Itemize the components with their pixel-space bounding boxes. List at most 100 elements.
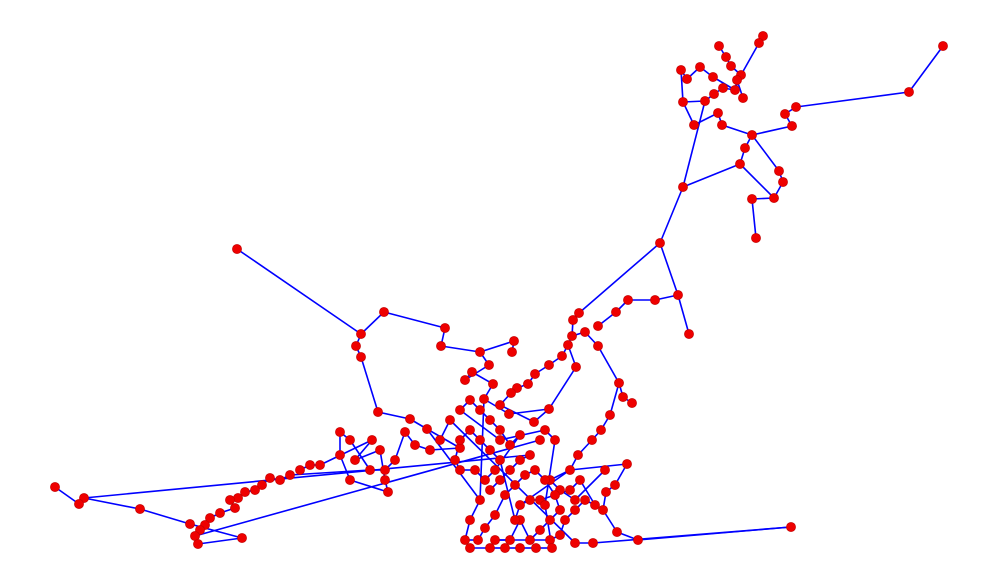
graph-node	[485, 415, 495, 425]
graph-node	[622, 459, 632, 469]
graph-node	[480, 475, 490, 485]
graph-node	[455, 465, 465, 475]
graph-node	[601, 487, 611, 497]
graph-node	[485, 445, 495, 455]
graph-node	[465, 395, 475, 405]
graph-node	[479, 394, 489, 404]
graph-node	[470, 465, 480, 475]
graph-node	[730, 85, 740, 95]
graph-node	[540, 425, 550, 435]
graph-node	[627, 398, 637, 408]
graph-node	[233, 493, 243, 503]
graph-node	[475, 435, 485, 445]
graph-node	[544, 360, 554, 370]
graph-node	[405, 414, 415, 424]
graph-node	[695, 62, 705, 72]
graph-node	[525, 450, 535, 460]
graph-node	[610, 480, 620, 490]
graph-node	[495, 435, 505, 445]
graph-node	[250, 485, 260, 495]
graph-node	[573, 450, 583, 460]
graph-node	[611, 307, 621, 317]
graph-node	[504, 409, 514, 419]
graph-node	[507, 347, 517, 357]
graph-node	[509, 336, 519, 346]
graph-node	[383, 487, 393, 497]
graph-node	[786, 522, 796, 532]
graph-node	[460, 535, 470, 545]
graph-node	[455, 405, 465, 415]
graph-node	[422, 424, 432, 434]
graph-edge	[319, 439, 373, 466]
graph-edge	[751, 134, 780, 172]
graph-edge	[609, 382, 620, 416]
graph-node	[555, 505, 565, 515]
graph-node	[460, 375, 470, 385]
graph-node	[547, 543, 557, 553]
graph-node	[560, 515, 570, 525]
graph-node	[650, 295, 660, 305]
graph-node	[495, 455, 505, 465]
graph-edge	[54, 486, 80, 505]
graph-edge	[548, 366, 577, 410]
graph-node	[787, 121, 797, 131]
graph-node	[540, 475, 550, 485]
graph-node	[380, 465, 390, 475]
graph-node	[315, 460, 325, 470]
graph-node	[593, 321, 603, 331]
graph-node	[676, 65, 686, 75]
graph-node	[50, 482, 60, 492]
graph-node	[285, 470, 295, 480]
node-layer	[50, 31, 948, 553]
graph-node	[410, 440, 420, 450]
graph-node	[718, 83, 728, 93]
graph-edge	[377, 411, 411, 420]
graph-node	[295, 465, 305, 475]
graph-node	[475, 347, 485, 357]
graph-node	[754, 38, 764, 48]
graph-node	[488, 379, 498, 389]
graph-node	[568, 315, 578, 325]
graph-node	[490, 535, 500, 545]
graph-node	[535, 525, 545, 535]
graph-node	[774, 166, 784, 176]
graph-edge	[578, 242, 661, 314]
graph-node	[678, 97, 688, 107]
graph-node	[335, 427, 345, 437]
graph-edge	[360, 356, 379, 413]
graph-node	[490, 510, 500, 520]
graph-node	[237, 533, 247, 543]
graph-edge	[289, 469, 371, 476]
graph-node	[717, 120, 727, 130]
graph-node	[531, 543, 541, 553]
graph-node	[510, 480, 520, 490]
graph-node	[791, 102, 801, 112]
graph-node	[515, 543, 525, 553]
graph-node	[400, 427, 410, 437]
graph-node	[435, 435, 445, 445]
graph-node	[225, 495, 235, 505]
graph-edge	[682, 163, 741, 188]
graph-node	[545, 535, 555, 545]
graph-node	[74, 499, 84, 509]
graph-edge	[139, 508, 191, 525]
graph-edge	[236, 248, 362, 335]
graph-node	[550, 435, 560, 445]
graph-edge	[597, 345, 620, 384]
graph-edge	[740, 42, 760, 76]
graph-node	[570, 495, 580, 505]
graph-node	[570, 538, 580, 548]
graph-edge	[499, 404, 535, 423]
graph-edge	[429, 447, 461, 451]
graph-node	[445, 415, 455, 425]
graph-edge	[544, 439, 556, 506]
graph-node	[590, 500, 600, 510]
graph-node	[738, 93, 748, 103]
graph-node	[500, 543, 510, 553]
graph-node	[588, 538, 598, 548]
graph-node	[455, 435, 465, 445]
graph-node	[356, 352, 366, 362]
graph-node	[563, 340, 573, 350]
graph-node	[525, 495, 535, 505]
graph-node	[633, 535, 643, 545]
